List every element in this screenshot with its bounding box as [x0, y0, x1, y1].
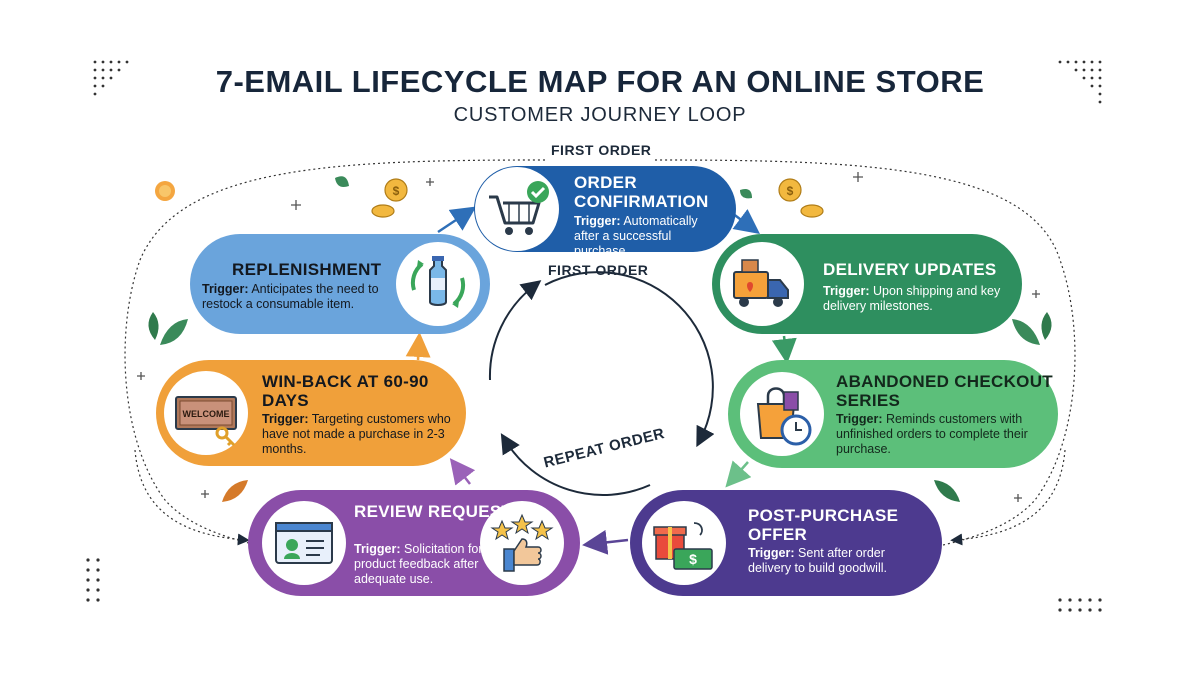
svg-text:$: $ [787, 184, 794, 198]
trigger-label: Trigger: [836, 412, 883, 426]
delivery-truck-icon [720, 242, 804, 326]
outer-loop-label: FIRST ORDER [547, 142, 656, 158]
shopping-bag-clock-icon [740, 372, 824, 456]
stage-abandoned-checkout: ABANDONED CHECKOUT SERIES Trigger: Remin… [728, 360, 1058, 468]
shopping-cart-check-icon [475, 167, 559, 251]
svg-text:$: $ [393, 184, 400, 198]
stage-trigger: Anticipates the need to restock a consum… [202, 282, 379, 311]
inner-loop-label: FIRST ORDER [548, 262, 649, 278]
stage-trigger: Sent after order delivery to build goodw… [748, 546, 887, 575]
stage-title: POST-PURCHASE OFFER [748, 506, 899, 544]
stage-title: WIN-BACK AT 60-90 DAYS [262, 372, 429, 410]
stage-order-confirmation: ORDER CONFIRMATION Trigger: Automaticall… [474, 166, 736, 258]
page-title: 7-EMAIL LIFECYCLE MAP FOR AN ONLINE STOR… [215, 64, 985, 99]
svg-text:WELCOME: WELCOME [183, 409, 230, 419]
stage-title: DELIVERY UPDATES [823, 260, 997, 279]
stage-title: REPLENISHMENT [232, 260, 382, 279]
stage-trigger: Automatically after a successful purchas… [574, 214, 698, 258]
stage-win-back: WELCOME WIN-BACK AT 60-90 DAYS Trigger: … [156, 360, 466, 466]
stage-replenishment: REPLENISHMENT Trigger: Anticipates the n… [190, 234, 490, 334]
stage-title: ORDER CONFIRMATION [574, 173, 709, 211]
stage-trigger: Solicitation for product feedback after … [354, 542, 483, 586]
stage-delivery-updates: DELIVERY UPDATES Trigger: Upon shipping … [712, 234, 1022, 334]
stage-trigger: Reminds customers with unfinished orders… [836, 412, 1028, 456]
bottle-refresh-icon [396, 242, 480, 326]
gift-coupon-icon: $ [642, 501, 726, 585]
profile-card-icon [262, 501, 346, 585]
stage-post-purchase-offer: $ POST-PURCHASE OFFER Trigger: Sent afte… [630, 490, 942, 596]
stage-trigger: Targeting customers who have not made a … [262, 412, 451, 456]
trigger-label: Trigger: [202, 282, 249, 296]
trigger-label: Trigger: [574, 214, 621, 228]
trigger-label: Trigger: [748, 546, 795, 560]
page-subtitle: CUSTOMER JOURNEY LOOP [453, 104, 747, 126]
stage-review-request: REVIEW REQUEST Trigger: Solicitation for… [248, 490, 580, 596]
stars-thumbs-up-icon [480, 501, 564, 585]
stage-trigger: Upon shipping and key delivery milestone… [823, 284, 1001, 313]
trigger-label: Trigger: [262, 412, 309, 426]
trigger-label: Trigger: [823, 284, 870, 298]
trigger-label: Trigger: [354, 542, 401, 556]
stage-title: ABANDONED CHECKOUT SERIES [836, 372, 1053, 410]
stage-title: REVIEW REQUEST [354, 502, 513, 521]
welcome-mat-key-icon: WELCOME [164, 371, 248, 455]
svg-text:$: $ [689, 551, 697, 567]
